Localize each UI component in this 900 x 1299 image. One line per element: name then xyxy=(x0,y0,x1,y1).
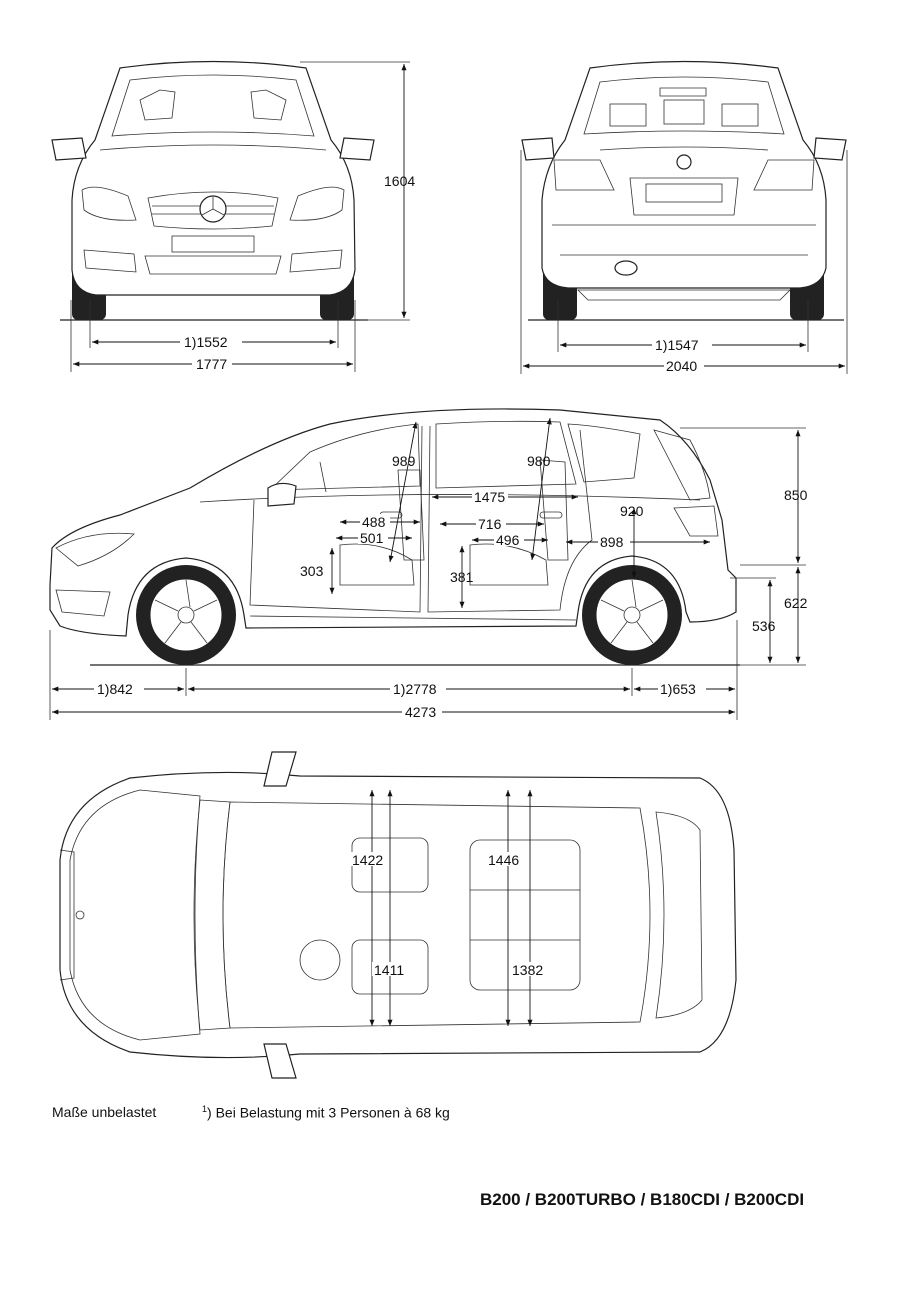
front-track-label: 1)1552 xyxy=(184,334,228,350)
front-grille xyxy=(147,191,279,230)
front-right-headlight xyxy=(289,186,345,221)
top-view: 1422 1446 1411 1382 xyxy=(59,751,737,1079)
legroom-front-b-label: 501 xyxy=(360,530,384,546)
side-mirror xyxy=(267,482,297,507)
front-windscreen xyxy=(111,74,315,137)
rear-number-plate xyxy=(645,183,723,203)
rear-view: 1)1547 2040 xyxy=(520,60,848,374)
footnote-marker: 1 xyxy=(202,1104,208,1114)
interior-length-label: 1475 xyxy=(474,489,505,505)
side-tailgate-glass xyxy=(653,429,711,501)
side-front-door xyxy=(249,425,423,613)
rear-body-outline xyxy=(541,60,827,289)
front-width-label: 1777 xyxy=(196,356,227,372)
top-rear-window xyxy=(655,811,703,1019)
seat-height-rear-label: 381 xyxy=(450,569,474,585)
legroom-rear-b-label: 496 xyxy=(496,532,520,548)
front-left-headlight xyxy=(81,186,137,221)
side-front-window xyxy=(268,423,421,491)
rear-width-label: 2040 xyxy=(666,358,697,374)
seat-height-front-label: 303 xyxy=(300,563,324,579)
rear-left-taillight xyxy=(553,159,615,191)
rear-depth-label: 898 xyxy=(600,534,624,550)
wheelbase-label: 1)2778 xyxy=(393,681,437,697)
side-quarter-window xyxy=(567,423,641,483)
rear-track-label: 1)1547 xyxy=(655,337,699,353)
top-rear-bench xyxy=(469,839,581,991)
elbow-front-label: 1411 xyxy=(374,962,404,978)
rear-window xyxy=(583,76,785,135)
front-body-outline xyxy=(71,60,356,296)
front-number-plate xyxy=(171,235,255,253)
rear-star-emblem xyxy=(676,154,692,170)
top-body-outline xyxy=(59,771,737,1059)
front-right-mirror xyxy=(339,137,375,161)
laden-note: 1) Bei Belastung mit 3 Personen à 68 kg xyxy=(202,1104,450,1121)
side-rear-wheel xyxy=(582,565,682,665)
side-view: 989 980 1475 920 488 501 716 496 898 303… xyxy=(49,408,808,720)
rear-right-taillight xyxy=(753,159,815,191)
shoulder-rear-label: 1446 xyxy=(488,852,519,868)
top-glass-roof xyxy=(222,801,651,1029)
rear-height-850-label: 850 xyxy=(784,487,808,503)
headroom-rear-label: 980 xyxy=(527,453,551,469)
rear-left-mirror xyxy=(521,137,555,161)
top-right-mirror xyxy=(263,1043,297,1079)
rear-bumper-height-label: 536 xyxy=(752,618,776,634)
front-view: 1604 1)1552 1777 xyxy=(51,60,415,372)
top-star-emblem xyxy=(75,910,85,920)
elbow-rear-label: 1382 xyxy=(512,962,543,978)
side-rear-window xyxy=(435,420,577,489)
rear-exhaust xyxy=(614,260,638,276)
top-left-mirror xyxy=(263,751,297,787)
front-left-mirror xyxy=(51,137,87,161)
side-headlight xyxy=(55,532,135,567)
load-sill-label: 622 xyxy=(784,595,808,611)
shoulder-front-label: 1422 xyxy=(352,852,383,868)
boot-length-label: 920 xyxy=(620,503,644,519)
legroom-rear-label: 716 xyxy=(478,516,502,532)
top-bonnet xyxy=(69,789,201,1041)
legroom-front-label: 488 xyxy=(362,514,386,530)
side-taillight xyxy=(673,505,719,537)
front-height-label: 1604 xyxy=(384,173,415,189)
overall-length-label: 4273 xyxy=(405,704,436,720)
rear-overhang-label: 1)653 xyxy=(660,681,696,697)
side-front-wheel xyxy=(136,565,236,665)
laden-note-text: ) Bei Belastung mit 3 Personen à 68 kg xyxy=(207,1104,450,1121)
front-overhang-label: 1)842 xyxy=(97,681,133,697)
model-list: B200 / B200TURBO / B180CDI / B200CDI xyxy=(480,1190,805,1209)
top-steering-wheel xyxy=(299,939,341,981)
unladen-note: Maße unbelastet xyxy=(52,1104,157,1120)
rear-right-mirror xyxy=(813,137,847,161)
headroom-front-label: 989 xyxy=(392,453,416,469)
